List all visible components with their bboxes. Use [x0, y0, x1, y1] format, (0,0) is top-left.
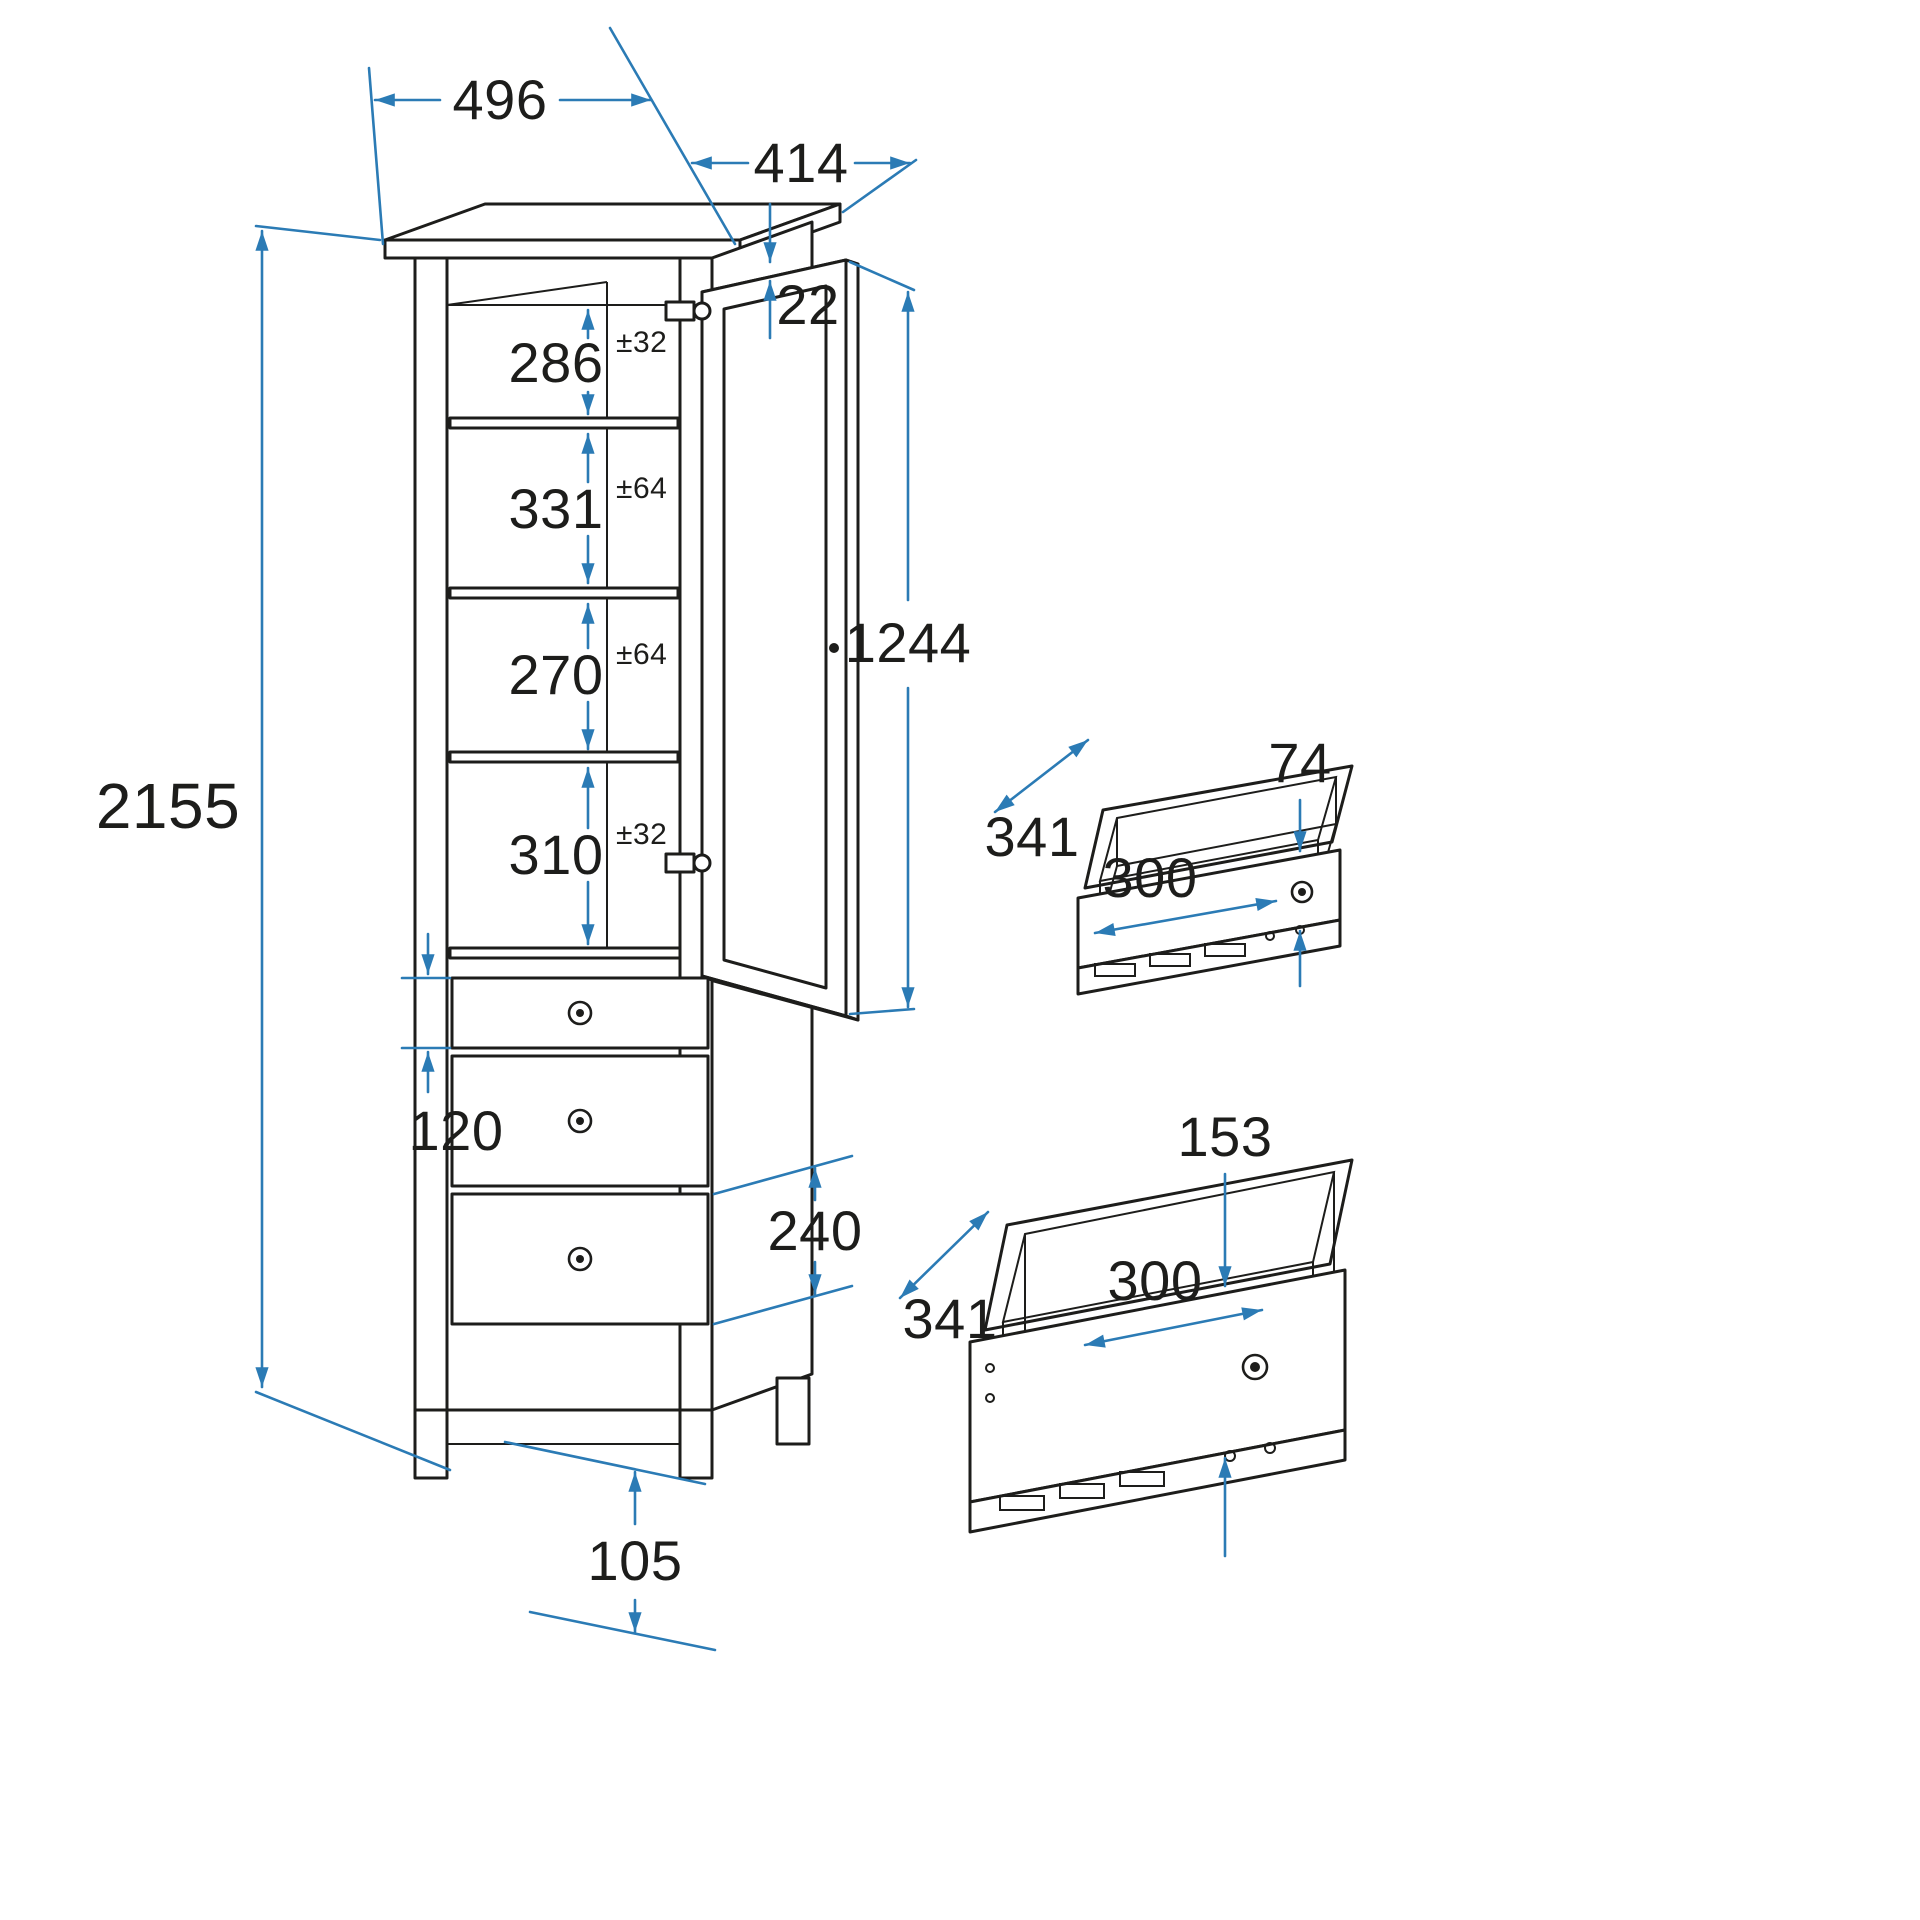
dim-label-drawer-a-depth: 341: [985, 805, 1080, 868]
drawer-front-3: [450, 1192, 710, 1326]
hinge-cup-icon: [692, 301, 712, 321]
dim-label-drawer-b-depth: 341: [903, 1287, 998, 1350]
shelf-2: [448, 586, 680, 600]
door-hinge-bottom: [664, 852, 712, 874]
dimension-overall-width: 496: [367, 26, 737, 246]
dimension-drawer-a-inner-width: 300: [1093, 846, 1278, 937]
dim-label-shelf-gap-3: 270: [509, 643, 604, 706]
back-right-leg: [775, 1376, 811, 1446]
dim-label-drawer-a-front-height: 74: [1268, 731, 1331, 794]
dimension-door-thickness: 22: [763, 202, 839, 340]
drawer-b-screw-hole: [985, 1393, 995, 1403]
dim-label-shelf-gap-4: 310: [509, 823, 604, 886]
drawer-detail-small: [1076, 764, 1354, 996]
dim-label-drawer-b-inner-width: 300: [1108, 1249, 1203, 1312]
dimension-drawer-a-depth: 341: [985, 738, 1090, 868]
dimension-shelf-gap-4: 310 ±32: [509, 766, 667, 946]
hinge-cup-icon: [692, 853, 712, 873]
dimension-shelf-gap-1: 286 ±32: [509, 308, 667, 416]
cabinet-drawing: [383, 202, 860, 1480]
dim-label-shelf-gap-2: 331: [509, 477, 604, 540]
drawer-detail-large: [968, 1158, 1354, 1534]
cabinet-bottom-panel: [448, 946, 682, 960]
dim-label-drawer-b-front-height: 153: [1178, 1105, 1273, 1168]
dimension-drawer-b-inner-width: 300: [1083, 1249, 1264, 1348]
drawer-b-screw-hole: [985, 1363, 995, 1373]
dim-label-shelf-gap-1: 286: [509, 331, 604, 394]
dimension-drawer-b-depth: 341: [898, 1210, 998, 1350]
shelf-3: [448, 750, 680, 764]
dimension-shelf-gap-2: 331 ±64: [509, 432, 667, 585]
dim-label-plinth-height: 105: [588, 1529, 683, 1592]
dimension-door-height: 1244: [845, 260, 972, 1016]
dimension-overall-height: 2155: [96, 224, 452, 1472]
cabinet-interior: [446, 281, 682, 960]
door-bottom-edge: [700, 974, 860, 1022]
drawer-b-slide-rail: [968, 1428, 1347, 1534]
dimension-shelf-gap-3: 270 ±64: [509, 602, 667, 751]
drawer-b-rim: [983, 1158, 1354, 1332]
dim-label-drawer-a-inner-width: 300: [1103, 846, 1198, 909]
dim-label-large-drawer-front: 240: [768, 1199, 863, 1262]
dimension-overall-depth: 414: [690, 131, 918, 214]
dim-tolerance-shelf-gap-3: ±64: [616, 638, 667, 671]
cabinet-top-front-edge: [383, 238, 742, 260]
cabinet-left-stile: [413, 256, 449, 1412]
cabinet-drawers: [450, 976, 710, 1326]
front-right-leg: [678, 1408, 714, 1480]
dim-label-door-thickness: 22: [776, 273, 839, 336]
dimension-drawer-b-front-height: 153: [1178, 1105, 1273, 1558]
dim-label-door-height: 1244: [845, 611, 972, 674]
shelf-1: [448, 416, 680, 430]
dim-label-small-drawer-front: 120: [409, 1099, 504, 1162]
dimension-large-drawer-front: 240: [712, 1154, 863, 1326]
dim-label-depth: 414: [754, 131, 849, 194]
dim-label-width: 496: [453, 68, 548, 131]
dimension-drawer-a-front-height: 74: [1268, 731, 1331, 988]
dim-tolerance-shelf-gap-2: ±64: [616, 472, 667, 505]
drawer-a-rim: [1083, 764, 1354, 890]
dimension-plinth-height: 105: [503, 1440, 717, 1652]
dim-label-height: 2155: [96, 770, 240, 842]
dimension-small-drawer-front: 120: [400, 932, 504, 1162]
door-hinge-top: [664, 300, 712, 322]
cabinet-door-open: [700, 258, 860, 1022]
dim-tolerance-shelf-gap-1: ±32: [616, 326, 667, 359]
door-glass-panel: [722, 284, 828, 990]
dim-tolerance-shelf-gap-4: ±32: [616, 818, 667, 851]
door-knob: [829, 643, 839, 653]
drawer-front-2: [450, 1054, 710, 1188]
